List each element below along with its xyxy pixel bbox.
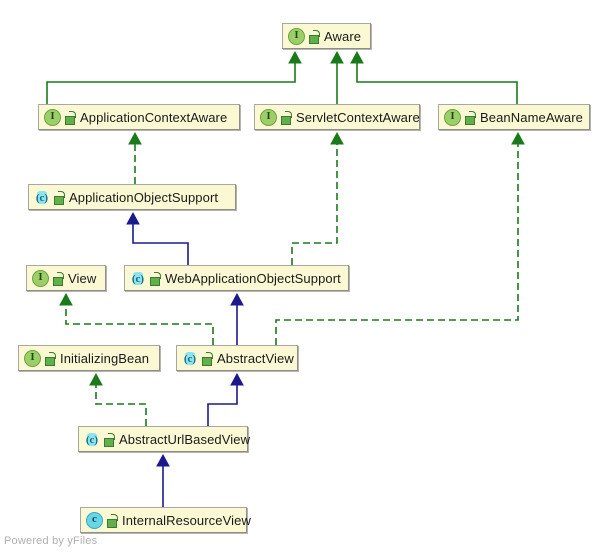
yfiles-watermark: Powered by yFiles — [4, 535, 98, 547]
node-label: ApplicationObjectSupport — [69, 189, 219, 205]
public-lock-icon — [149, 271, 161, 286]
edge-webappobj-to-servletctx — [291, 131, 344, 265]
edge-absurlview-to-abstractview — [207, 372, 244, 426]
node-label: BeanNameAware — [480, 109, 583, 125]
abstract-class-icon — [130, 271, 146, 287]
node-label: Aware — [324, 28, 362, 44]
node-abstractview[interactable]: AbstractView — [176, 345, 298, 371]
public-lock-icon — [280, 110, 292, 125]
public-lock-icon — [103, 432, 115, 447]
interface-icon — [32, 269, 49, 287]
public-lock-icon — [308, 29, 320, 44]
abstract-class-icon — [34, 190, 50, 206]
node-view[interactable]: View — [26, 265, 106, 291]
edge-absurlview-to-initbean — [89, 372, 147, 426]
interface-icon — [260, 108, 277, 126]
node-webappobj[interactable]: WebApplicationObjectSupport — [124, 265, 349, 291]
node-appctxaware[interactable]: ApplicationContextAware — [38, 104, 240, 130]
node-label: InternalResourceView — [122, 512, 251, 528]
node-label: AbstractUrlBasedView — [119, 431, 251, 447]
node-internalres[interactable]: InternalResourceView — [80, 507, 251, 533]
edge-beanname-to-aware — [350, 50, 518, 104]
edge-abstractview-to-view — [59, 292, 214, 345]
node-appobjsupport[interactable]: ApplicationObjectSupport — [28, 184, 236, 210]
public-lock-icon — [201, 351, 213, 366]
node-label: InitializingBean — [60, 350, 150, 366]
public-lock-icon — [64, 110, 76, 125]
class-icon — [86, 511, 103, 529]
node-absurlview[interactable]: AbstractUrlBasedView — [78, 426, 251, 452]
node-aware[interactable]: Aware — [282, 23, 371, 49]
node-label: AbstractView — [217, 350, 294, 366]
node-label: View — [68, 270, 97, 286]
public-lock-icon — [44, 351, 56, 366]
public-lock-icon — [53, 190, 65, 205]
interface-icon — [288, 27, 305, 45]
node-label: ServletContextAware — [296, 109, 420, 125]
edge-internalres-to-absurlview — [156, 453, 170, 507]
interface-icon — [44, 108, 61, 126]
public-lock-icon — [106, 513, 118, 528]
interface-icon — [24, 349, 41, 367]
node-initbean[interactable]: InitializingBean — [18, 345, 160, 371]
public-lock-icon — [52, 271, 64, 286]
abstract-class-icon — [182, 351, 198, 367]
edge-appobjsupport-to-appctxaware — [128, 131, 142, 184]
node-beanname[interactable]: BeanNameAware — [438, 104, 590, 130]
abstract-class-icon — [84, 432, 100, 448]
edge-abstractview-to-webappobj — [230, 292, 244, 345]
node-servletctx[interactable]: ServletContextAware — [254, 104, 420, 130]
public-lock-icon — [464, 110, 476, 125]
edge-appctxaware-to-aware — [46, 50, 302, 104]
edge-servletctx-to-aware — [330, 50, 344, 104]
node-label: ApplicationContextAware — [80, 109, 228, 125]
node-label: WebApplicationObjectSupport — [165, 270, 341, 286]
edge-abstractview-to-beanname — [275, 131, 525, 345]
interface-icon — [444, 108, 461, 126]
edge-webappobj-to-appobjsupport — [126, 211, 189, 265]
